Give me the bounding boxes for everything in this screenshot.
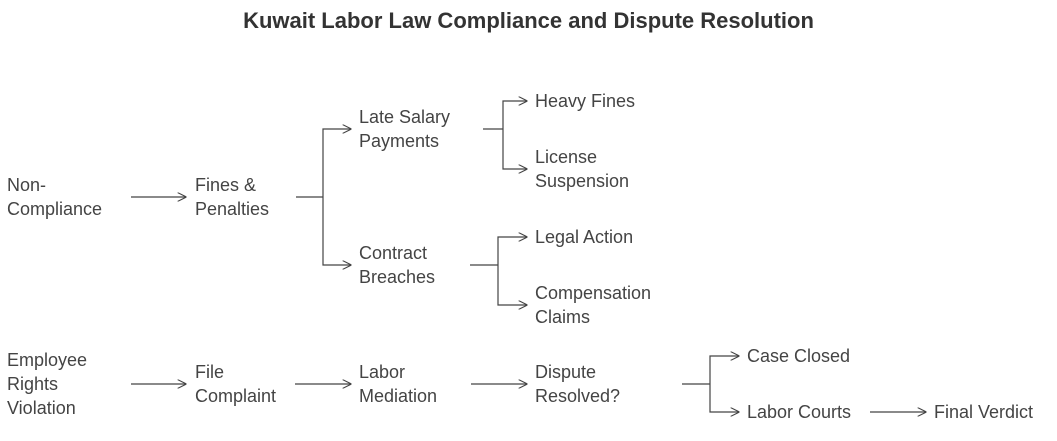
node-late-salary-payments: Late Salary Payments (359, 107, 451, 151)
edge-late-salary-to-license (502, 129, 527, 169)
node-employee-rights-violation: Employee Rights Violation (7, 350, 88, 418)
edge-fines-to-late-salary (322, 129, 351, 197)
node-contract-breaches: Contract Breaches (359, 243, 436, 287)
edge-fines-to-contract-breaches (322, 197, 351, 265)
edge-contract-to-compensation (497, 265, 527, 305)
edge-dispute-to-case-closed (709, 356, 739, 384)
node-fines-penalties: Fines & Penalties (195, 175, 270, 219)
edge-contract-to-legal-action (497, 237, 527, 265)
diagram-title: Kuwait Labor Law Compliance and Dispute … (243, 8, 814, 33)
edge-dispute-to-labor-courts (709, 384, 739, 412)
node-file-complaint: File Complaint (195, 362, 277, 406)
node-labor-courts: Labor Courts (747, 402, 852, 422)
node-license-suspension: License Suspension (535, 147, 630, 191)
node-heavy-fines: Heavy Fines (535, 91, 636, 111)
node-labor-mediation: Labor Mediation (359, 362, 438, 406)
node-compensation-claims: Compensation Claims (535, 283, 652, 327)
node-case-closed: Case Closed (747, 346, 851, 366)
node-dispute-resolved: Dispute Resolved? (535, 362, 621, 406)
edge-late-salary-to-heavy-fines (502, 101, 527, 129)
node-non-compliance: Non- Compliance (7, 175, 103, 219)
node-legal-action: Legal Action (535, 227, 634, 247)
node-final-verdict: Final Verdict (934, 402, 1034, 422)
